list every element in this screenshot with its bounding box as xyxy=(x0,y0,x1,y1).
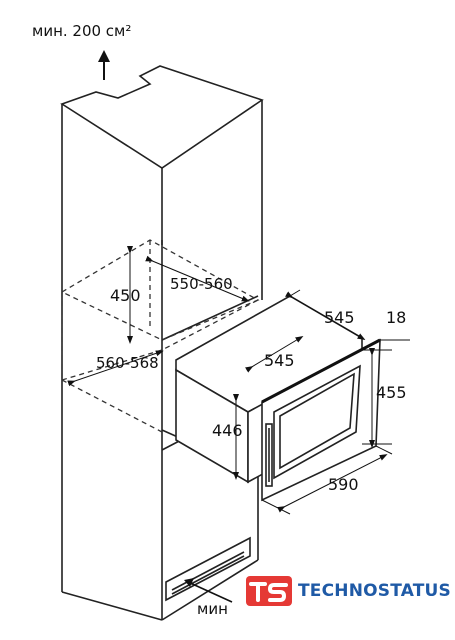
front-width-label: 590 xyxy=(328,475,359,494)
niche-width-label: 560-568 xyxy=(96,354,159,372)
niche-depth-label: 550-560 xyxy=(170,275,233,293)
technostatus-logo: TECHNOSTATUS xyxy=(246,576,451,606)
dimension-lines xyxy=(67,246,410,515)
niche-height-label: 450 xyxy=(110,286,141,305)
front-thickness-label: 18 xyxy=(386,308,406,327)
appliance-depth-top-label: 545 xyxy=(324,308,355,327)
door-top-strip xyxy=(261,338,381,404)
technostatus-logo-icon xyxy=(246,576,292,606)
appliance-depth-side-label: 545 xyxy=(264,351,295,370)
appliance-height-label: 455 xyxy=(376,383,407,402)
bottom-ventilation-note: мин xyxy=(197,600,228,618)
appliance-body-height-label: 446 xyxy=(212,421,243,440)
top-ventilation-note: мин. 200 см² xyxy=(32,22,132,40)
technostatus-logo-text: TECHNOSTATUS xyxy=(298,581,451,601)
ventilation-arrow-top xyxy=(98,50,110,80)
ventilation-arrow-bottom xyxy=(184,578,233,603)
